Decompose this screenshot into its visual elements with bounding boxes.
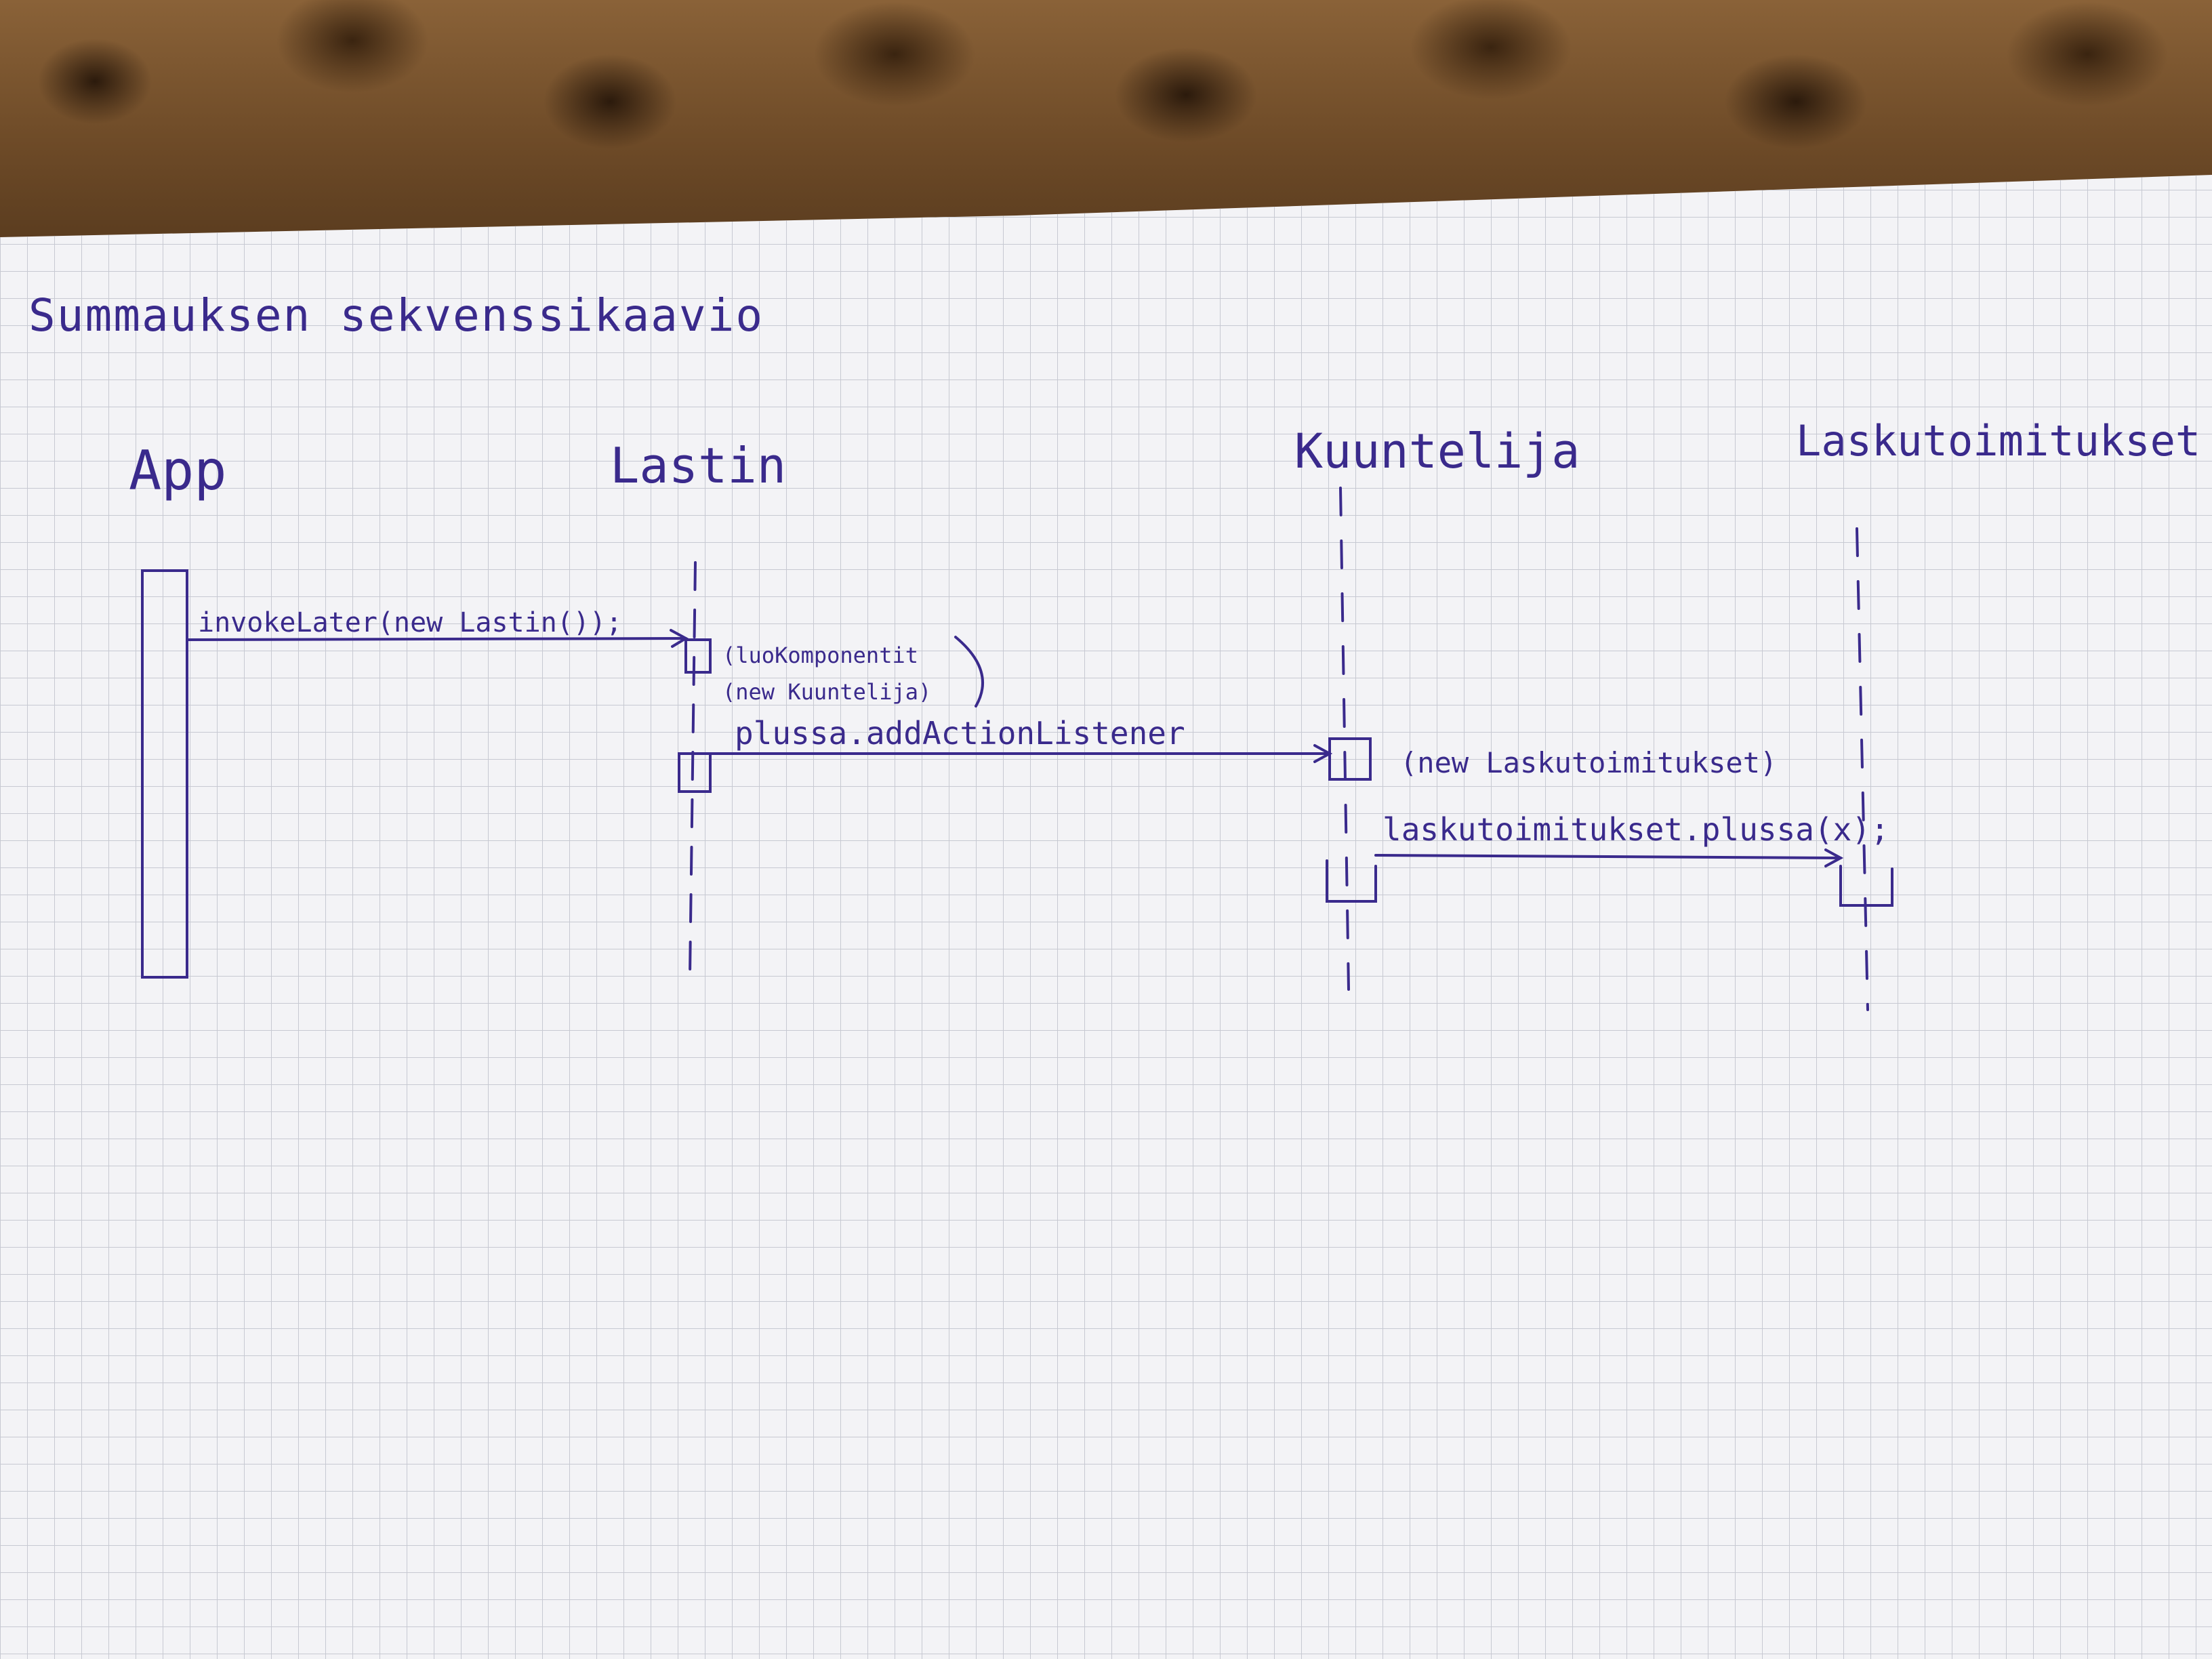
paper-grid xyxy=(0,175,2212,1659)
activation-kuuntelija-1 xyxy=(1328,737,1372,781)
participant-lastin: Lastin xyxy=(610,437,786,494)
activation-app xyxy=(141,569,188,979)
self-call-bracket xyxy=(954,636,984,708)
participant-laskutoimitukset: Laskutoimitukset xyxy=(1796,416,2200,466)
participant-kuuntelija: Kuuntelija xyxy=(1294,424,1580,479)
message-label-addactionlistener: plussa.addActionListener xyxy=(735,715,1185,752)
message-label-plussa: laskutoimitukset.plussa(x); xyxy=(1382,811,1889,848)
lifeline-laskutoimitukset xyxy=(1856,527,1869,1011)
message-label-invokelater: invokeLater(new Lastin()); xyxy=(198,607,622,638)
message-label-luokomponentit: (luoKomponentit xyxy=(722,642,918,668)
activation-laskutoimitukset xyxy=(1839,865,1893,907)
diagram-title: Summauksen sekvenssikaavio xyxy=(28,289,764,342)
activation-lastin-1 xyxy=(684,638,712,674)
message-label-new-laskutoimitukset: (new Laskutoimitukset) xyxy=(1400,746,1777,779)
message-arrow-kuuntelija-laskutoimitukset xyxy=(1374,854,1842,859)
activation-lastin-2 xyxy=(678,752,712,793)
message-arrow-app-lastin xyxy=(186,637,687,641)
activation-kuuntelija-2 xyxy=(1326,859,1377,903)
message-label-new-kuuntelija: (new Kuuntelija) xyxy=(722,679,931,705)
lifeline-lastin xyxy=(689,561,697,977)
participant-app: App xyxy=(129,439,227,502)
